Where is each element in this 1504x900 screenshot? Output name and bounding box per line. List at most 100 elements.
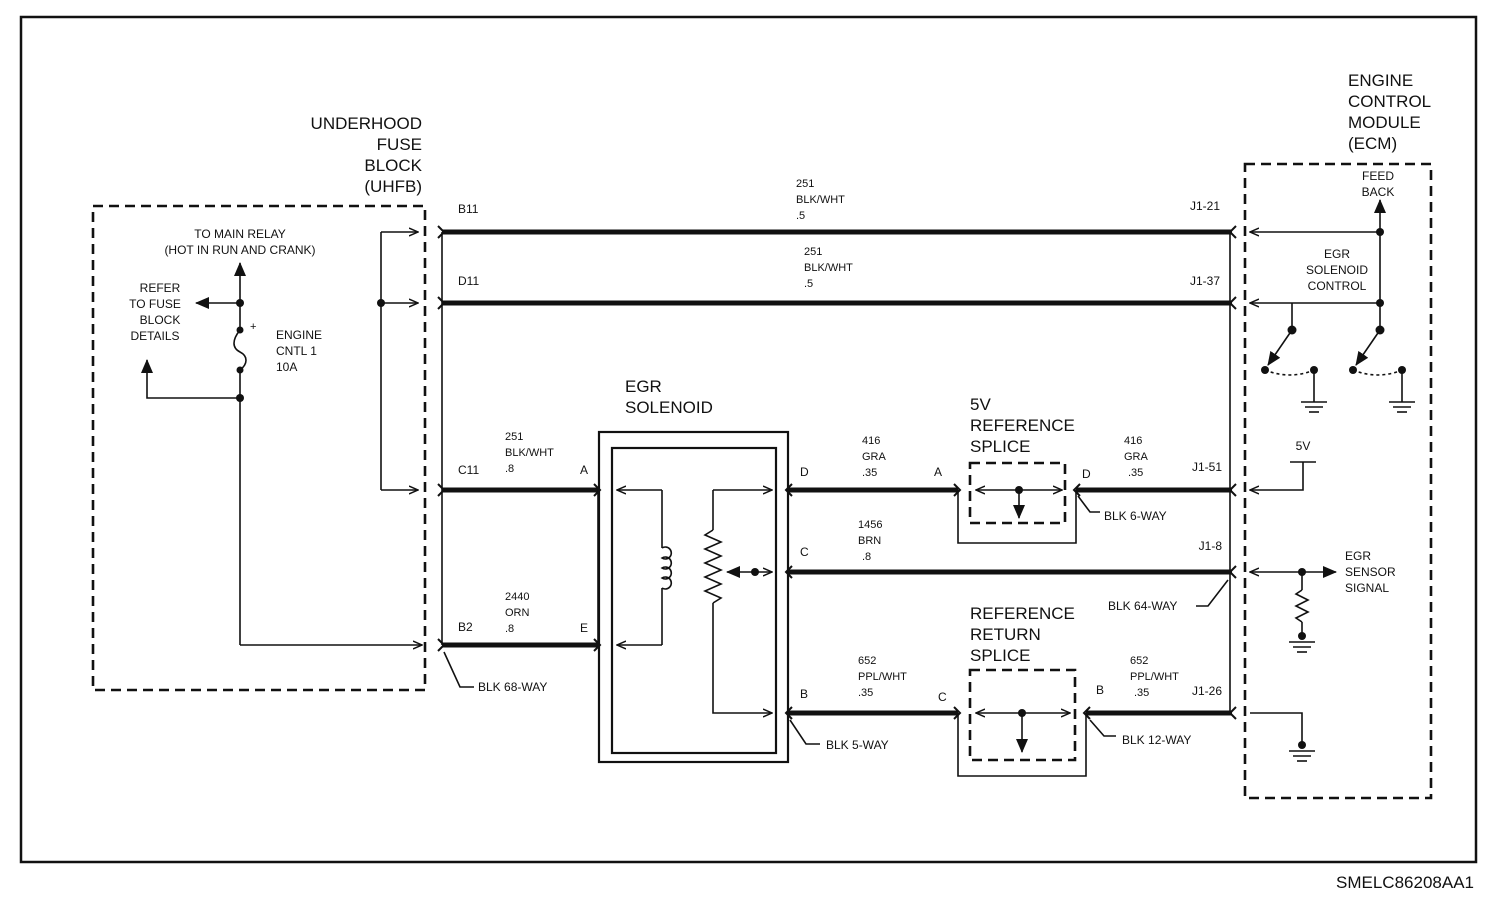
connector-blk6: BLK 6-WAY (1104, 509, 1167, 523)
blk5-leader (789, 719, 820, 745)
w416-right-1: 416 (1124, 435, 1142, 447)
sensor-label-2: SENSOR (1345, 565, 1396, 579)
w251-sol-3: .8 (505, 463, 514, 475)
fuse-label-2: CNTL 1 (276, 344, 317, 358)
pin-sol-e: E (580, 621, 588, 635)
ground-icon (1301, 401, 1327, 413)
ref-splice-title-1: 5V (970, 395, 991, 414)
connector-blk68: BLK 68-WAY (478, 680, 547, 694)
return-splice-title-1: REFERENCE (970, 604, 1075, 623)
w251-sol-2: BLK/WHT (505, 447, 554, 459)
return-splice-box (968, 668, 1077, 762)
harness (437, 225, 1237, 720)
egr-solenoid-title-2: SOLENOID (625, 398, 713, 417)
ecm-box (1243, 162, 1433, 800)
uhfb-title-line-2: FUSE (377, 135, 422, 154)
w1456-1: 1456 (858, 519, 882, 531)
ecm-title: ENGINE CONTROL MODULE (ECM) (1348, 71, 1431, 153)
fuse-label-1: ENGINE (276, 328, 322, 342)
blk68-leader (443, 651, 474, 688)
pin-sol-c: C (800, 545, 809, 559)
w251-mid-2: BLK/WHT (804, 262, 853, 274)
w652-right-3: .35 (1134, 687, 1149, 699)
ground-icon (1289, 641, 1315, 653)
pin-j1-21: J1-21 (1190, 199, 1220, 213)
driver2-arm (1355, 329, 1381, 366)
w251-sol-1: 251 (505, 431, 523, 443)
w652-right-1: 652 (1130, 655, 1148, 667)
egr-control-label-2: SOLENOID (1306, 263, 1368, 277)
wire-labels: 251 BLK/WHT .5 251 BLK/WHT .5 251 BLK/WH… (505, 178, 1179, 699)
pin-spl1-a: A (934, 465, 942, 479)
w251-mid-1: 251 (804, 246, 822, 258)
w652-left-1: 652 (858, 655, 876, 667)
w416-left-1: 416 (862, 435, 880, 447)
driver1-arm (1267, 329, 1293, 366)
w416-right-2: GRA (1124, 451, 1149, 463)
ref-splice-internals (976, 486, 1062, 519)
blk64-leader (1196, 579, 1229, 607)
ecm-title-line-3: MODULE (1348, 113, 1421, 132)
sensor-label-1: EGR (1345, 549, 1371, 563)
ref-splice-title-3: SPLICE (970, 437, 1030, 456)
pin-c11: C11 (458, 463, 479, 477)
w251-top-2: BLK/WHT (796, 194, 845, 206)
diagram-frame (19, 15, 1478, 864)
refer-label-1: REFER (140, 281, 181, 295)
uhfb-box (91, 204, 427, 692)
potentiometer-icon (703, 529, 723, 604)
pin-labels: B11 D11 C11 B2 J1-21 J1-37 J1-51 J1-8 J1… (458, 199, 1222, 704)
w2440-2: ORN (505, 607, 530, 619)
w416-left-2: GRA (862, 451, 887, 463)
ignition-bus-node (377, 299, 385, 307)
uhfb-title-line-3: BLOCK (364, 156, 422, 175)
pot-return-lead (712, 603, 772, 713)
egr-solenoid-internals (617, 490, 772, 713)
sensor-label-3: SIGNAL (1345, 581, 1389, 595)
egr-control-label-3: CONTROL (1308, 279, 1367, 293)
ref-splice-outline (957, 490, 1077, 544)
w2440-3: .8 (505, 623, 514, 635)
j1-26-internal (1250, 712, 1303, 745)
egr-control-label-1: EGR (1324, 247, 1350, 261)
uhfb-title-line-1: UNDERHOOD (311, 114, 422, 133)
solenoid-coil-icon (660, 546, 673, 590)
ground-icon (1289, 750, 1315, 762)
main-relay-label-1: TO MAIN RELAY (194, 227, 286, 241)
refer-label-3: BLOCK (140, 313, 181, 327)
pin-j1-37: J1-37 (1190, 274, 1220, 288)
w251-top-3: .5 (796, 210, 805, 222)
pin-spl2-c: C (938, 690, 947, 704)
fuse-plus: + (250, 321, 256, 333)
driver1-link (1264, 369, 1315, 376)
ecm-title-line-1: ENGINE (1348, 71, 1413, 90)
refer-label-4: DETAILS (130, 329, 179, 343)
egr-solenoid-title-1: EGR (625, 377, 662, 396)
fuse-label-3: 10A (276, 360, 297, 374)
ground-icon (1389, 401, 1415, 413)
return-ground-node (1298, 741, 1306, 749)
return-splice-outline (957, 713, 1087, 777)
w1456-2: BRN (858, 535, 881, 547)
fuse-block-internals: TO MAIN RELAY (HOT IN RUN AND CRANK) REF… (129, 227, 422, 645)
uhfb-title: UNDERHOOD FUSE BLOCK (UHFB) (311, 114, 423, 196)
pullup-resistor (1294, 589, 1310, 623)
pin-spl2-b: B (1096, 683, 1104, 697)
driver2-link (1352, 369, 1403, 376)
pin-j1-8: J1-8 (1199, 539, 1223, 553)
w251-mid-3: .5 (804, 278, 813, 290)
figure-id: SMELC86208AA1 (1336, 873, 1474, 892)
w652-right-2: PPL/WHT (1130, 671, 1179, 683)
return-splice-title-3: SPLICE (970, 646, 1030, 665)
pin-b2: B2 (458, 620, 473, 634)
pin-d11: D11 (458, 274, 479, 288)
connector-blk64: BLK 64-WAY (1108, 599, 1177, 613)
fuse-symbol (233, 329, 247, 371)
ecm-internals: FEED BACK EGR SOLENOID CONTROL (1250, 169, 1415, 762)
pin-j1-26: J1-26 (1192, 684, 1222, 698)
j1-51-internal (1250, 462, 1304, 490)
return-splice-internals (976, 709, 1070, 753)
w652-left-3: .35 (858, 687, 873, 699)
uhfb-title-line-4: (UHFB) (364, 177, 422, 196)
